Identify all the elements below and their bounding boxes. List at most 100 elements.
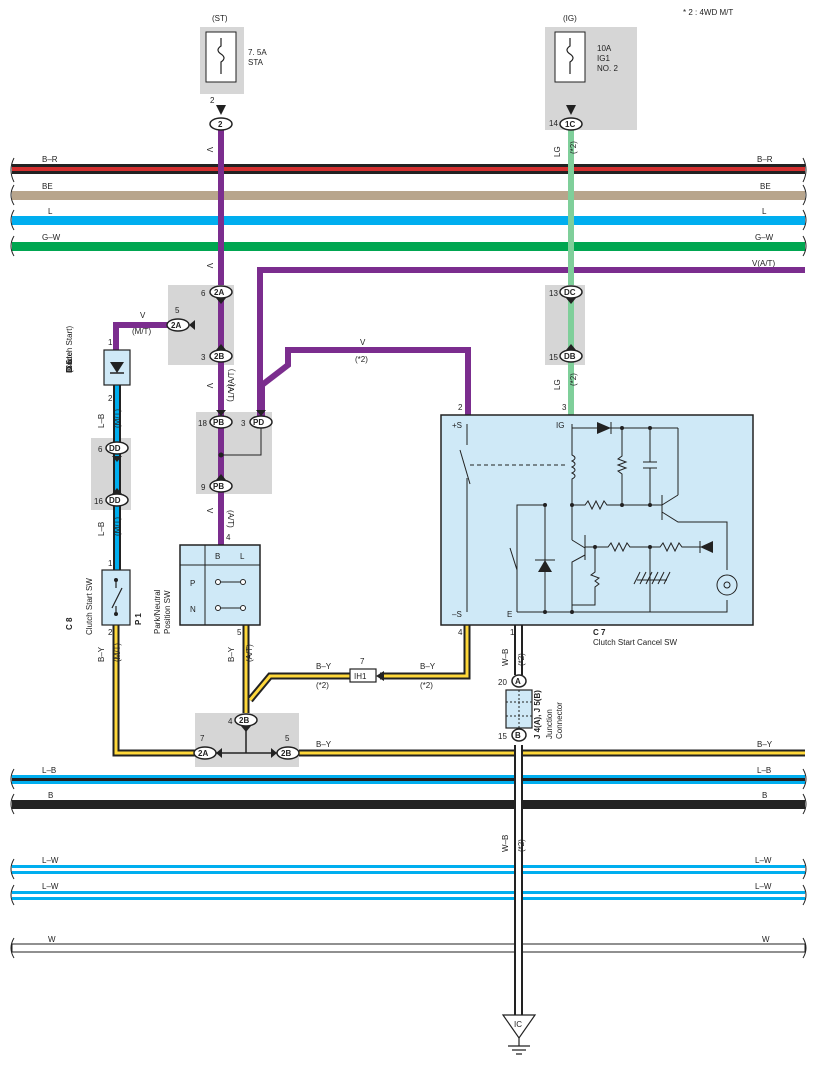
fuse-ig-name2: NO. 2 [597, 64, 618, 73]
terminal-arrows [112, 105, 576, 758]
footnote: * 2 : 4WD M/T [683, 8, 733, 17]
bus-label-l-b-right: L–B [757, 766, 771, 775]
conn-db: DB [559, 349, 583, 363]
fuse-st-source: (ST) [212, 14, 228, 23]
conn-ja: A [511, 674, 527, 688]
svg-text:V: V [360, 338, 366, 347]
svg-text:2B: 2B [281, 749, 291, 758]
svg-text:V: V [205, 263, 214, 269]
c7-body [440, 414, 754, 626]
svg-text:V(A/T): V(A/T) [227, 369, 236, 392]
wire-w-b [514, 625, 523, 1015]
bus-group [11, 164, 806, 953]
bus-label-v-at: V(A/T) [752, 259, 775, 268]
svg-text:(M/T): (M/T) [113, 409, 122, 428]
fuse-st-pin: 2 [210, 96, 215, 105]
svg-text:V: V [205, 383, 214, 389]
svg-text:4: 4 [458, 628, 463, 637]
bus-w [11, 943, 806, 953]
svg-text:13: 13 [549, 289, 558, 298]
svg-text:16: 16 [94, 497, 103, 506]
svg-text:Clutch Start SW: Clutch Start SW [85, 578, 94, 635]
bus-label-l-w1-left: L–W [42, 856, 59, 865]
bus-label-b-r-left: B–R [42, 155, 58, 164]
svg-text:DD: DD [109, 444, 121, 453]
bus-l [12, 216, 805, 225]
svg-text:B–Y: B–Y [757, 740, 773, 749]
ground-icon [501, 1014, 537, 1040]
ground-ic: IC [501, 1014, 537, 1055]
svg-text:IC: IC [514, 1020, 522, 1029]
svg-text:LG: LG [553, 146, 562, 157]
svg-text:2: 2 [108, 394, 113, 403]
pin-numbers: 6 5 3 18 3 9 4 13 15 1 2 6 16 1 2 5 4 7 … [94, 289, 567, 743]
bus-label-b-right: B [762, 791, 767, 800]
wires-b-y [112, 625, 805, 757]
svg-text:Diode: Diode [65, 352, 74, 373]
svg-text:3: 3 [241, 419, 246, 428]
bus-label-w-right: W [762, 935, 770, 944]
svg-text:–S: –S [452, 610, 462, 619]
svg-text:2A: 2A [198, 749, 208, 758]
wire-labels: V V V (M/T) V (A/T) V(A/T) V (*2) V (A/T… [97, 141, 773, 852]
conn-dd-top: DD [105, 441, 129, 455]
svg-text:5: 5 [285, 734, 290, 743]
bus-be [12, 191, 805, 200]
svg-text:2: 2 [218, 120, 223, 129]
svg-text:A: A [515, 677, 521, 686]
svg-text:Park/Neutral: Park/Neutral [153, 589, 162, 634]
svg-text:(*2): (*2) [316, 681, 329, 690]
svg-text:1C: 1C [565, 120, 575, 129]
conn-2b-low: 2B [234, 713, 258, 727]
conn-2a-top: 2A [209, 285, 233, 299]
svg-text:1: 1 [510, 628, 515, 637]
bus-label-g-w-left: G–W [42, 233, 61, 242]
bus-label-l-w2-left: L–W [42, 882, 59, 891]
svg-text:2: 2 [108, 628, 113, 637]
bus-l-b [12, 778, 805, 781]
svg-text:(*2): (*2) [420, 681, 433, 690]
bus-label-l-w1-right: L–W [755, 856, 772, 865]
svg-text:V: V [205, 508, 214, 514]
svg-text:PB: PB [213, 418, 224, 427]
svg-text:PB: PB [213, 482, 224, 491]
svg-text:J 4(A), J 5(B): J 4(A), J 5(B) [533, 690, 542, 739]
conn-ih1: IH1 [349, 668, 377, 683]
svg-text:V: V [140, 311, 146, 320]
fuse-ig-pin: 14 [549, 119, 558, 128]
svg-text:15: 15 [549, 353, 558, 362]
svg-text:(M/T): (M/T) [113, 517, 122, 536]
svg-text:7: 7 [200, 734, 205, 743]
svg-text:5: 5 [175, 306, 180, 315]
svg-text:B: B [215, 552, 220, 561]
svg-text:L–B: L–B [97, 522, 106, 536]
svg-text:(*2): (*2) [355, 355, 368, 364]
conn-2a-left: 2A [166, 318, 190, 332]
clutch-start-cancel-sw-c7: +S IG –S E [440, 414, 754, 647]
svg-text:6: 6 [201, 289, 206, 298]
conn-pb-bot: PB [209, 479, 233, 493]
fuse-st-rating: 7. 5A [248, 48, 267, 57]
svg-text:B–Y: B–Y [316, 662, 332, 671]
conn-2: 2 [209, 117, 233, 131]
svg-text:C 7: C 7 [593, 628, 606, 637]
bus-label-l-right: L [762, 207, 767, 216]
svg-text:2A: 2A [171, 321, 181, 330]
svg-text:L–B: L–B [97, 414, 106, 428]
svg-text:C 8: C 8 [65, 617, 74, 630]
bus-b-r [12, 167, 805, 171]
svg-text:(Clutch Start): (Clutch Start) [65, 326, 74, 373]
fuse-ig-rating: 10A [597, 44, 612, 53]
bus-l-w-2 [12, 894, 805, 897]
svg-text:IH1: IH1 [354, 672, 367, 681]
svg-text:Connector: Connector [555, 702, 564, 739]
svg-text:D 6: D 6 [65, 359, 74, 372]
svg-text:P: P [190, 579, 195, 588]
svg-text:4: 4 [228, 717, 233, 726]
fuse-st-name: STA [248, 58, 264, 67]
junction-connector: J 4(A), J 5(B) Junction Connector [505, 689, 564, 739]
conn-dd-bot: DD [105, 493, 129, 507]
bus-label-l-w2-right: L–W [755, 882, 772, 891]
svg-text:2B: 2B [239, 716, 249, 725]
